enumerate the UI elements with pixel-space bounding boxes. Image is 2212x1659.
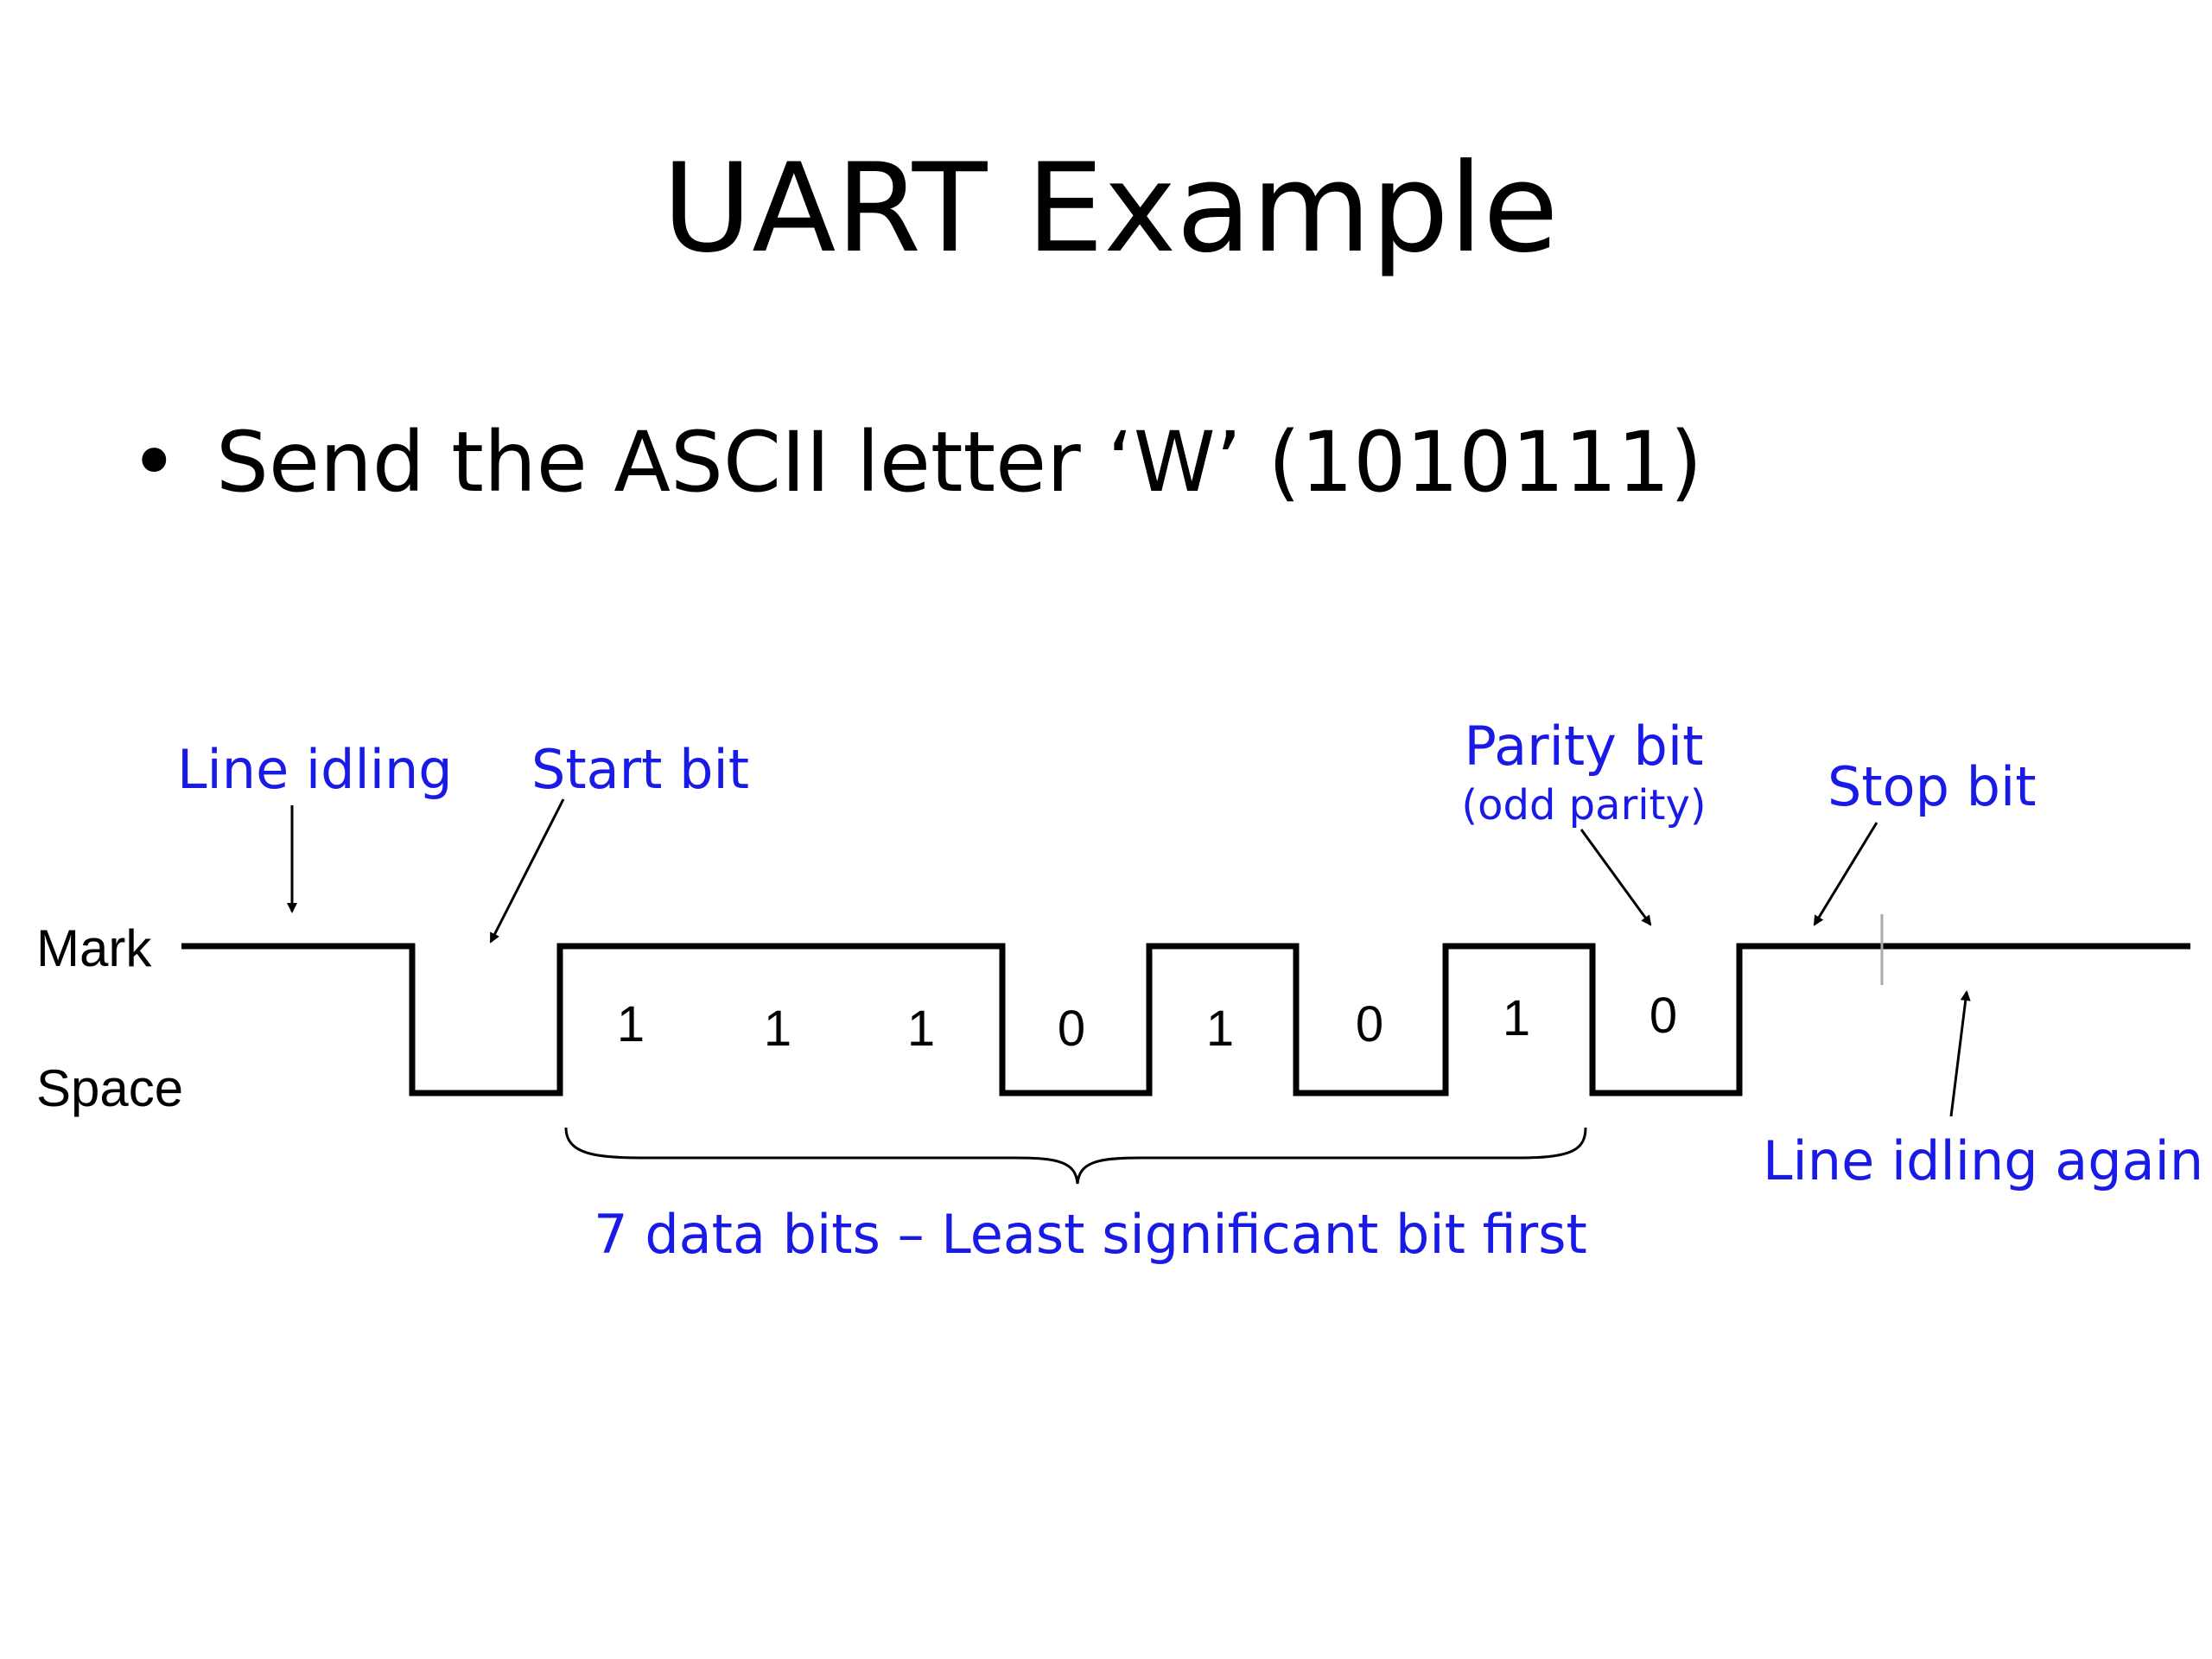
mark-level-label: Mark [36, 919, 152, 977]
bit-value: 0 [1649, 988, 1677, 1044]
parity-bit-arrow [1580, 829, 1652, 926]
bit-value: 1 [617, 996, 645, 1052]
line-idling-again-label: Line idling again [1763, 1129, 2203, 1192]
bit-value: 1 [764, 1001, 791, 1057]
bit-value: 0 [1058, 1001, 1085, 1057]
bit-value: 1 [1206, 1001, 1234, 1057]
line-idling-label: Line idling [177, 738, 453, 801]
line-idling-again-arrow [1949, 990, 1971, 1117]
data-bits-brace [564, 1127, 1587, 1185]
start-bit-label: Start bit [531, 738, 749, 801]
bullet-marker: • [130, 414, 179, 511]
start-bit-arrow [489, 798, 565, 944]
uart-waveform [181, 943, 2190, 1096]
bit-value: 0 [1356, 996, 1383, 1052]
slide-title: UART Example [662, 137, 1558, 280]
space-level-label: Space [36, 1059, 183, 1117]
stop-bit-label: Stop bit [1827, 755, 2037, 818]
parity-bit-label: Parity bit [1465, 715, 1704, 778]
parity-note-label: (odd parity) [1461, 781, 1706, 830]
bullet-text: Send the ASCII letter ‘W’ (1010111) [216, 414, 1702, 511]
data-bits-caption: 7 data bits – Least significant bit firs… [594, 1203, 1587, 1266]
bit-value: 1 [1503, 990, 1530, 1046]
stop-bit-arrow [1813, 822, 1878, 926]
bit-value: 1 [907, 1001, 935, 1057]
